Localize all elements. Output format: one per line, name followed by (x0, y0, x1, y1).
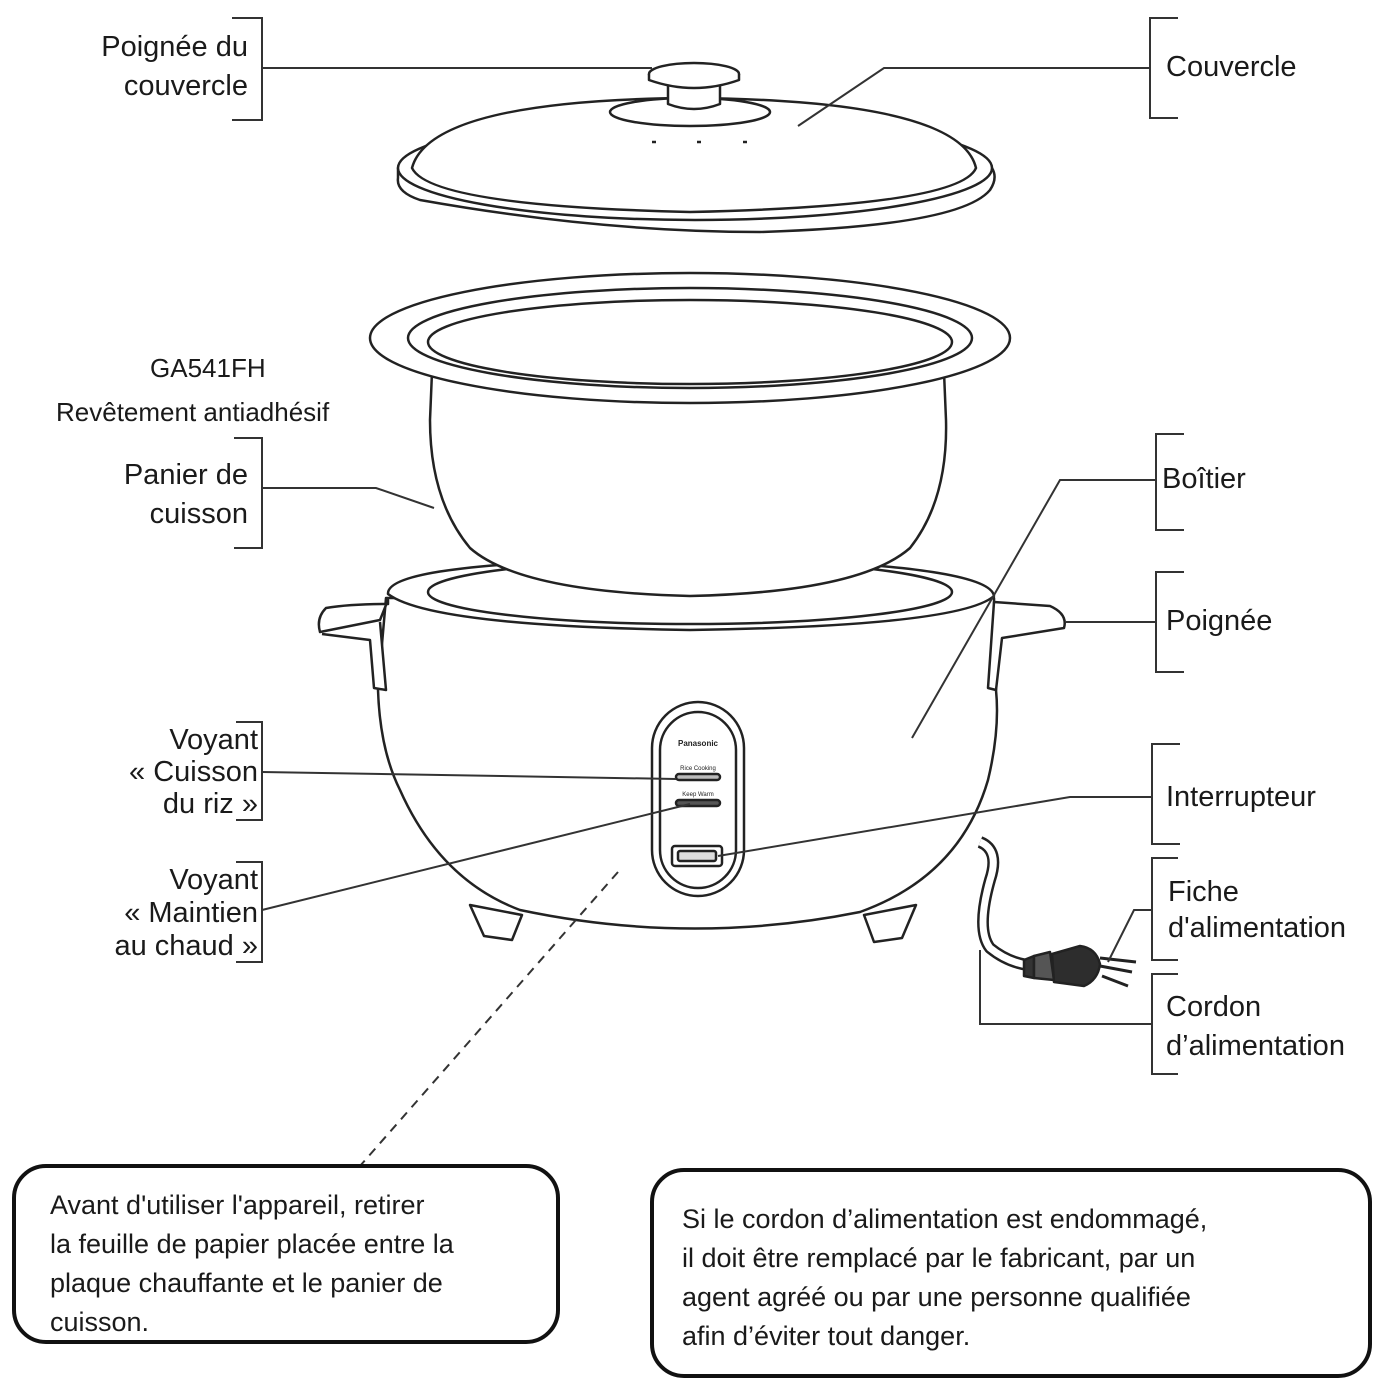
label-inner-pan: Panier de cuisson (123, 459, 248, 530)
note-damaged-cord: Si le cordon d’alimentation est endommag… (650, 1168, 1372, 1378)
bracket-inner-pan (234, 437, 263, 549)
label-plug: Fiche d'alimentation (1168, 876, 1347, 944)
control-panel (650, 700, 746, 898)
power-plug (1022, 944, 1137, 988)
label-warm-lamp: Voyant « Maintien au chaud » (114, 864, 258, 962)
label-lid: Couvercle (1166, 51, 1297, 83)
label-handle: Poignée (1166, 605, 1273, 637)
panel-brand: Panasonic (678, 739, 719, 748)
inner-pan-illustration (368, 271, 1012, 598)
label-body: Boîtier (1162, 463, 1246, 495)
bracket-switch (1151, 743, 1180, 845)
label-cord: Cordon d’alimentation (1166, 991, 1345, 1062)
bracket-cook-lamp (236, 721, 263, 821)
label-cook-lamp: Voyant « Cuisson du riz » (129, 724, 258, 820)
panel-cook-label: Rice Cooking (680, 766, 716, 772)
note-damaged-cord-text: Si le cordon d’alimentation est endommag… (682, 1204, 1208, 1351)
panel-warm-label: Keep Warm (682, 792, 713, 798)
label-coating: Revêtement antiadhésif (56, 397, 330, 427)
lid-illustration (396, 61, 996, 234)
bracket-warm-lamp (236, 861, 263, 963)
bracket-body (1155, 433, 1184, 531)
note-remove-paper-text: Avant d'utiliser l'appareil, retirer la … (50, 1190, 454, 1337)
label-switch: Interrupteur (1166, 781, 1316, 813)
label-model: GA541FH (150, 353, 266, 383)
cooker-body-illustration (317, 556, 1137, 988)
label-lid-knob: Poignée du couvercle (101, 31, 248, 102)
lid-knob (647, 61, 741, 111)
note-remove-paper: Avant d'utiliser l'appareil, retirer la … (12, 1164, 560, 1344)
